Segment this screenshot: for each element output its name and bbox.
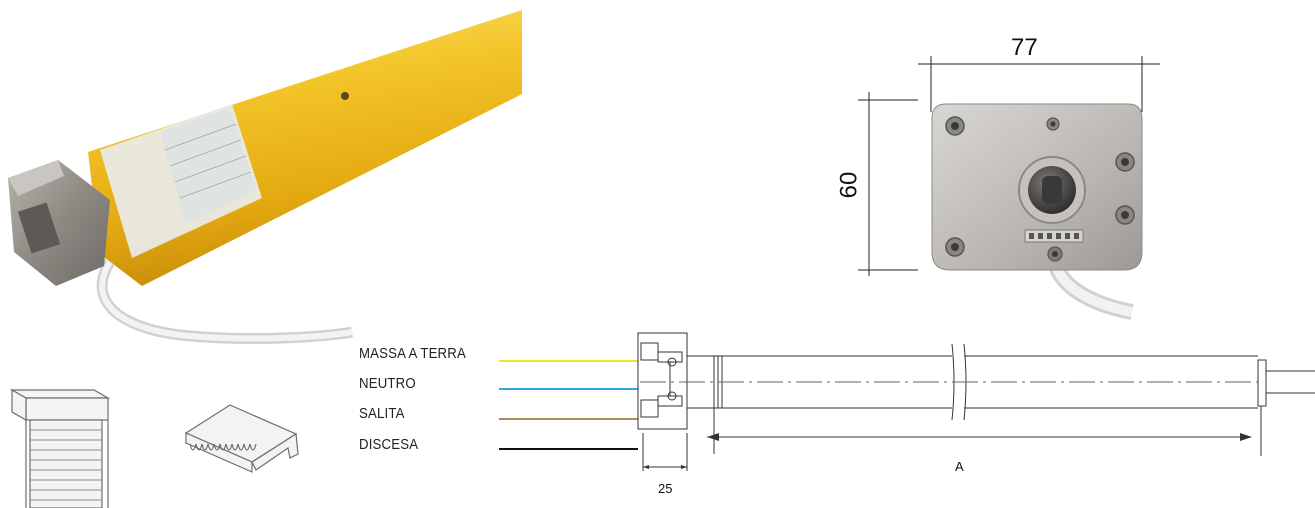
screw-icon xyxy=(945,116,1135,262)
wire-label-ground: MASSA A TERRA xyxy=(359,345,466,362)
wire-label-neutral: NEUTRO xyxy=(359,375,416,392)
tube-length-dimension: A xyxy=(955,459,964,474)
head-length-dimension: 25 xyxy=(658,481,673,496)
wire-label-down: DISCESA xyxy=(359,436,419,453)
head-width-dimension: 77 xyxy=(1011,34,1038,61)
wire-label-up: SALITA xyxy=(359,405,405,422)
